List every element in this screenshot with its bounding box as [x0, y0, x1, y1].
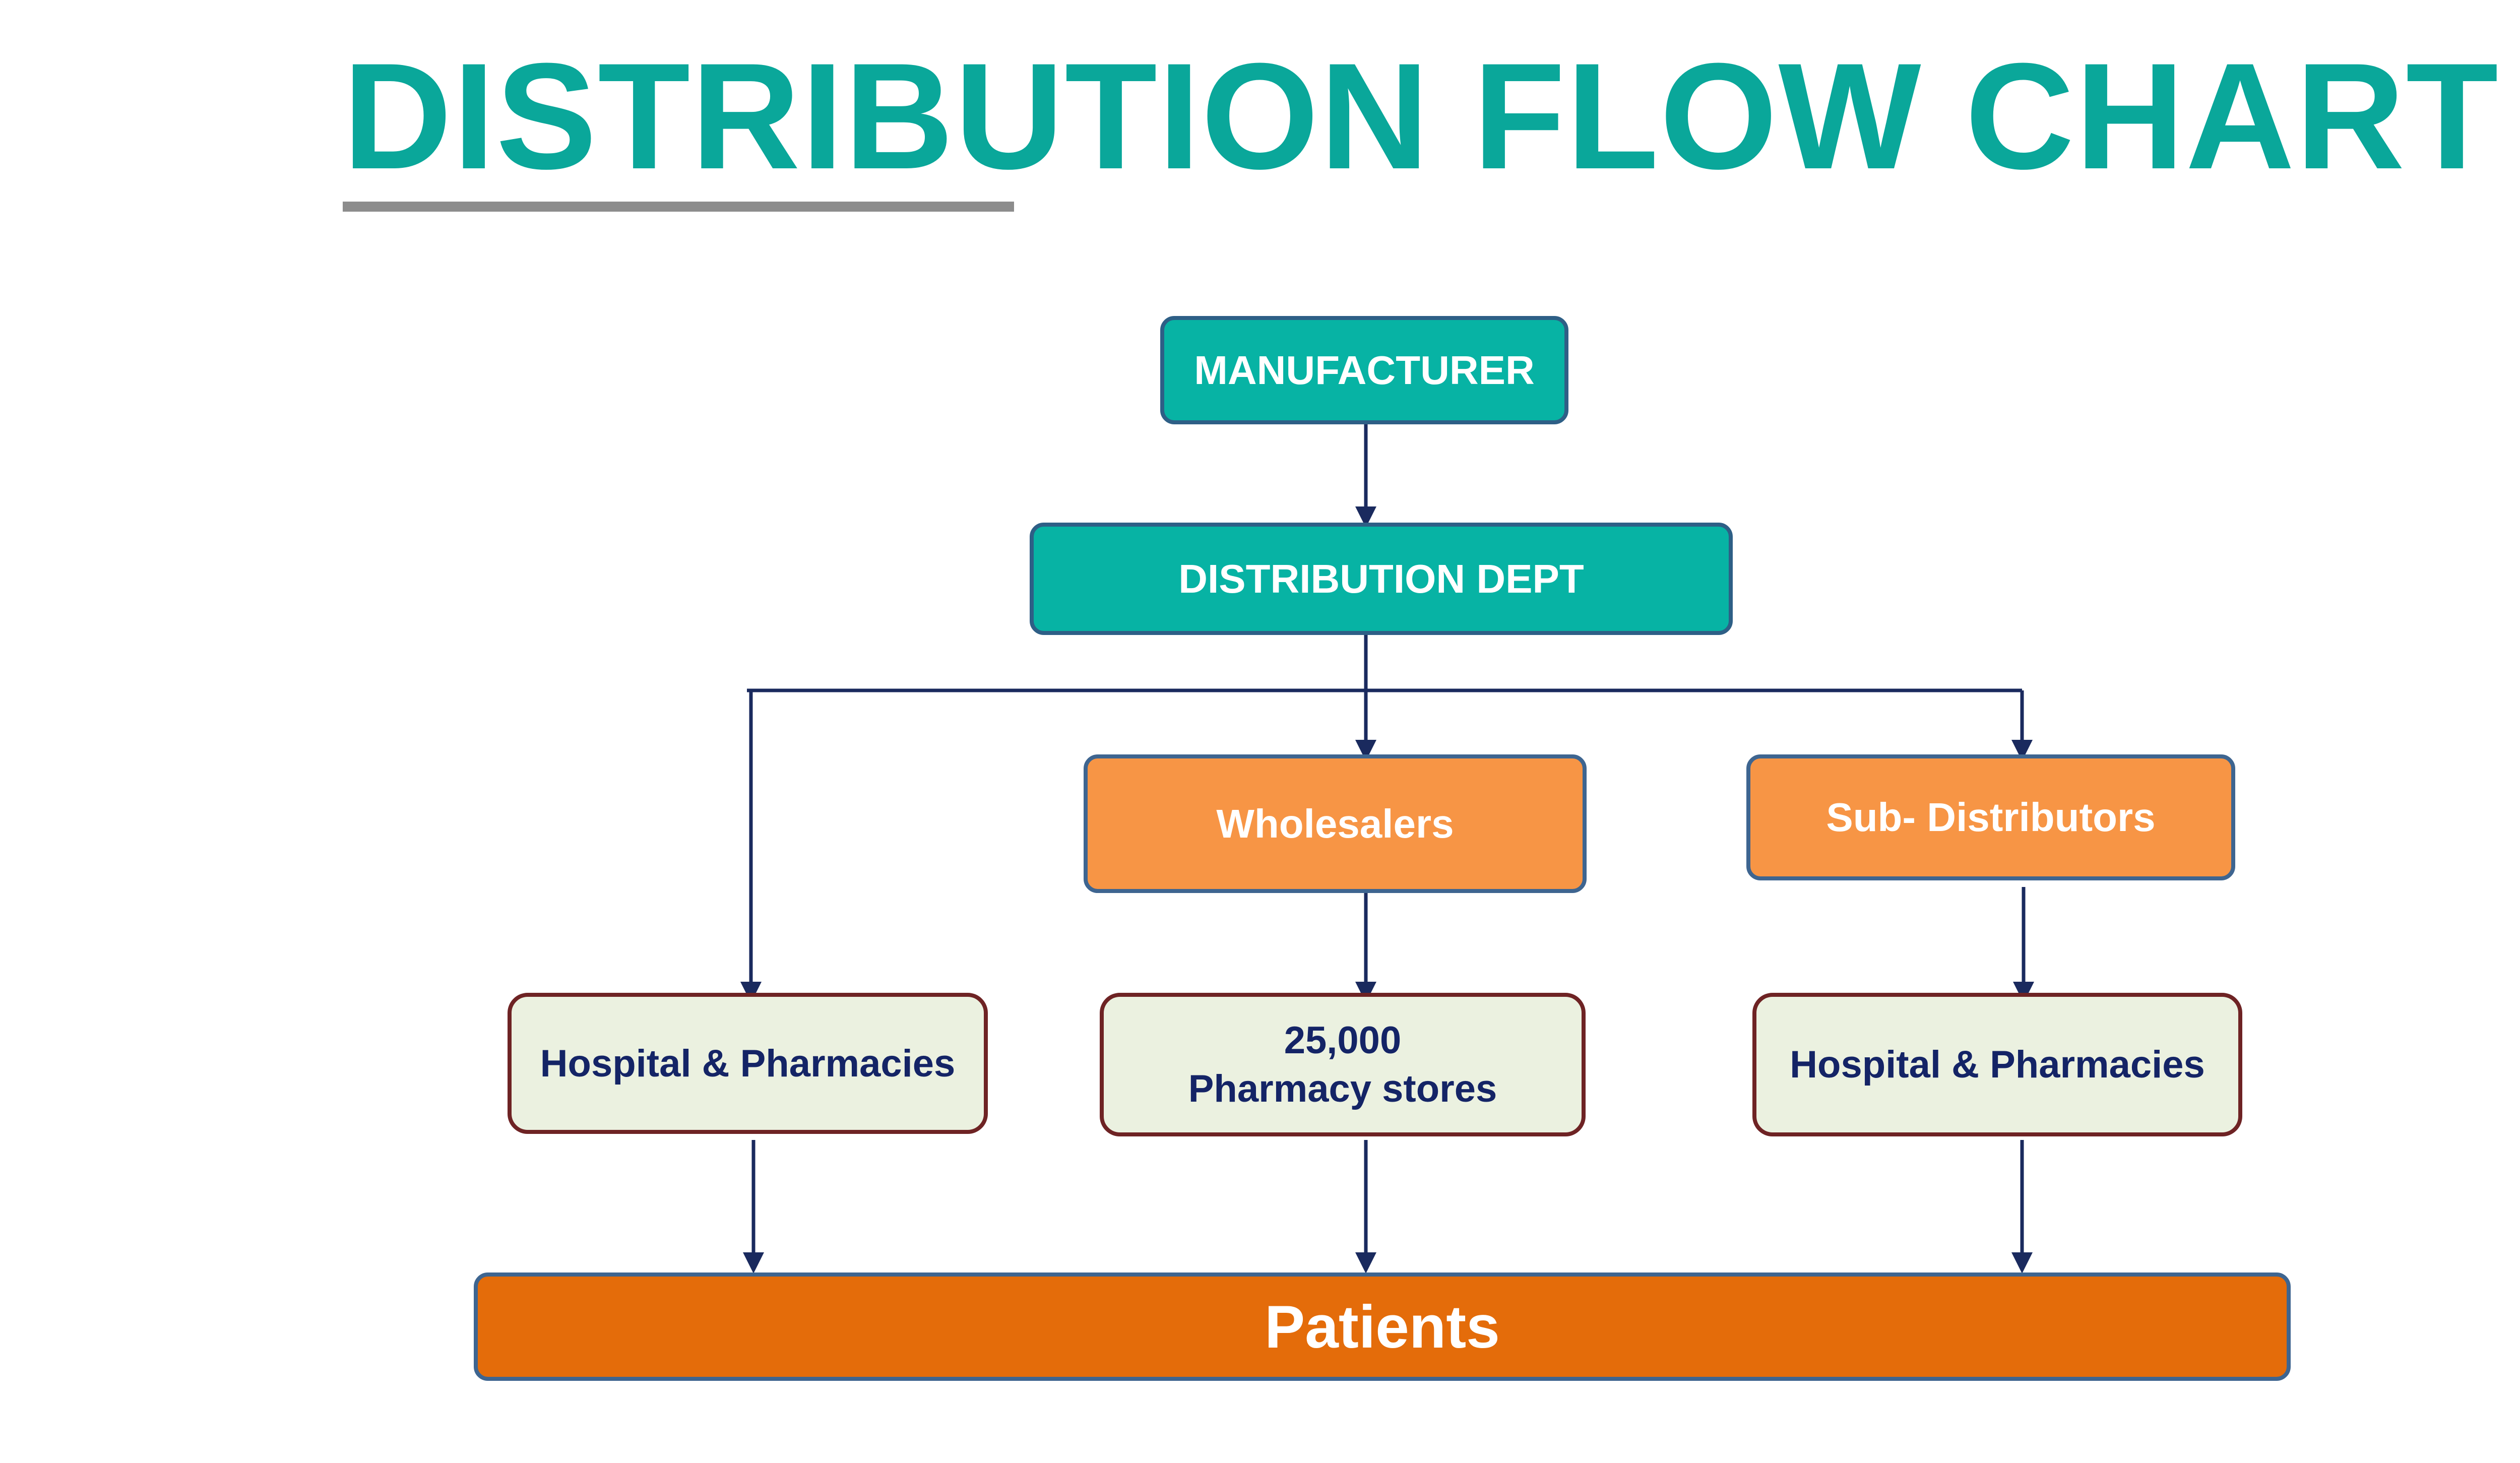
pharmacy-count-label: 25,000	[1284, 1019, 1402, 1062]
hospital-pharmacies-right-box: Hospital & Pharmacies	[1752, 993, 2242, 1136]
patients-label: Patients	[1265, 1293, 1500, 1361]
manufacturer-label: MANUFACTURER	[1194, 347, 1535, 393]
hospital-pharmacies-left-label: Hospital & Pharmacies	[540, 1042, 956, 1085]
hospital-pharmacies-right-label: Hospital & Pharmacies	[1790, 1043, 2205, 1086]
pharmacy-stores-label: Pharmacy stores	[1188, 1067, 1497, 1110]
wholesalers-label: Wholesalers	[1216, 801, 1454, 846]
sub-distributors-box: Sub- Distributors	[1746, 754, 2235, 880]
manufacturer-box: MANUFACTURER	[1160, 316, 1568, 424]
patients-box: Patients	[474, 1273, 2291, 1381]
pharmacy-stores-box: 25,000 Pharmacy stores	[1100, 993, 1586, 1136]
distribution-dept-box: DISTRIBUTION DEPT	[1030, 523, 1733, 635]
title-underline	[343, 202, 1014, 212]
page-title: DISTRIBUTION FLOW CHART	[343, 31, 2499, 201]
hospital-pharmacies-left-box: Hospital & Pharmacies	[508, 993, 988, 1134]
wholesalers-box: Wholesalers	[1084, 754, 1587, 893]
distribution-dept-label: DISTRIBUTION DEPT	[1178, 556, 1584, 601]
sub-distributors-label: Sub- Distributors	[1826, 795, 2156, 840]
